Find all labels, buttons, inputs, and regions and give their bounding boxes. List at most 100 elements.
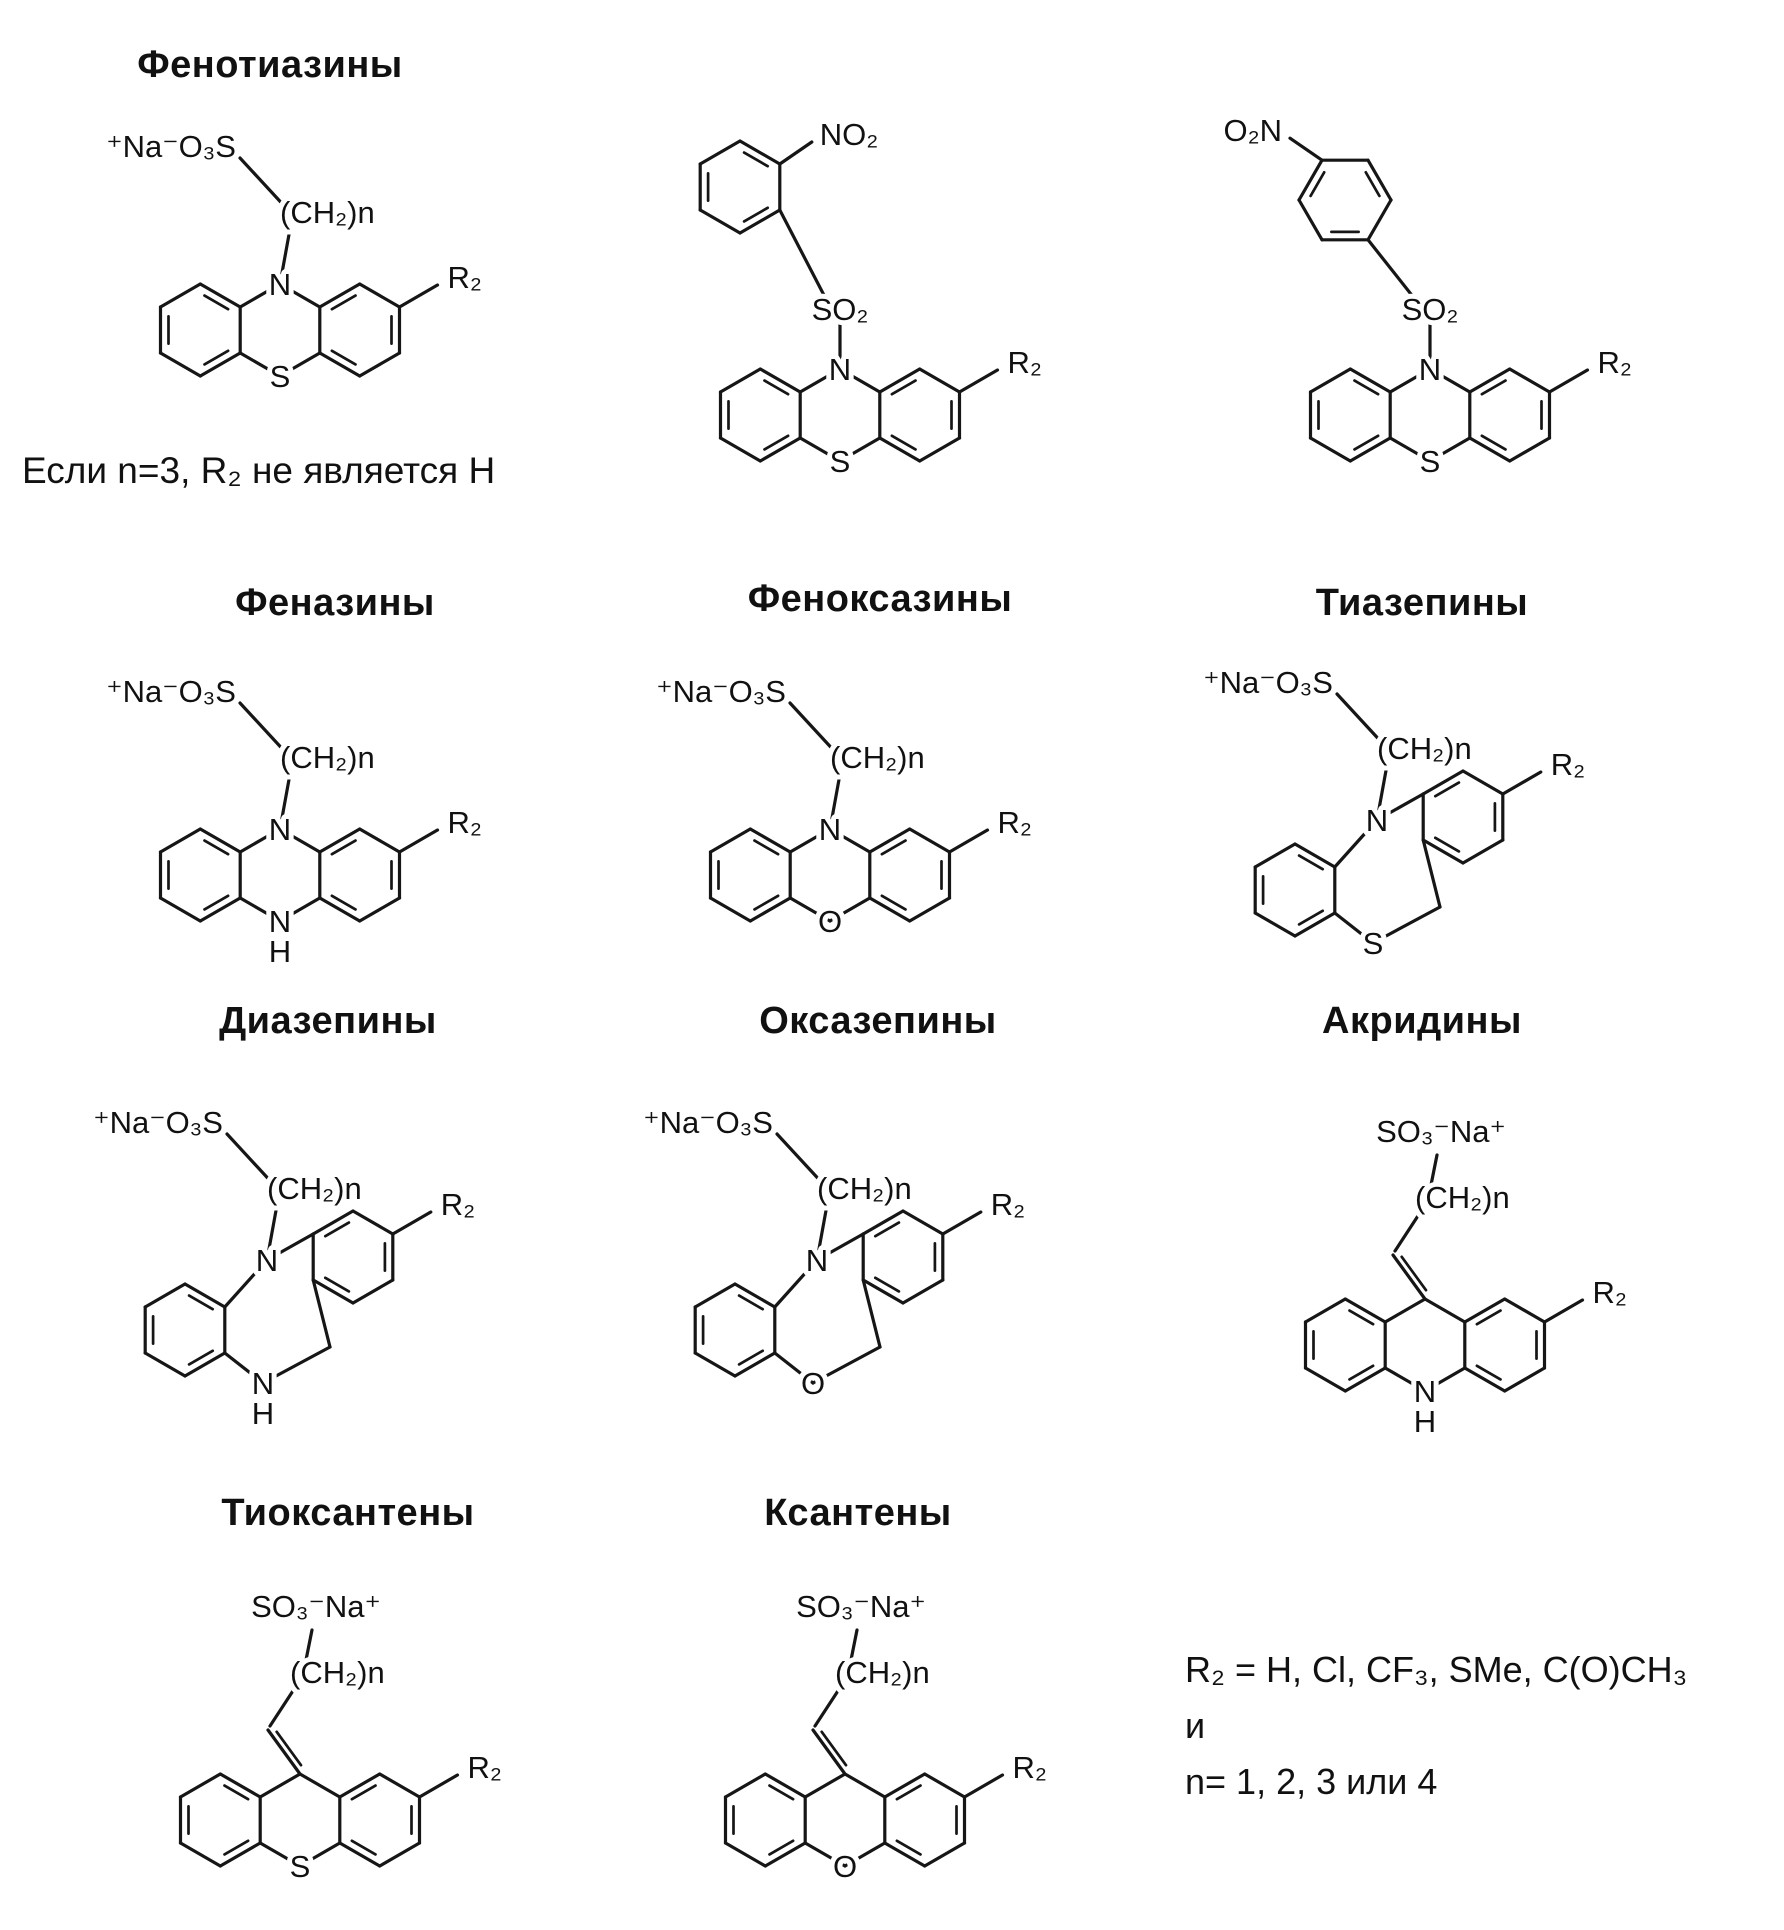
bond [298,1841,342,1868]
label-r2: R₂ [448,805,482,840]
bond [798,436,842,463]
section-heading-thioxanthenes: Тиоксантены [221,1492,475,1534]
bond [737,1294,765,1311]
bond [278,896,322,923]
bond [828,761,844,831]
bond [1308,436,1352,463]
label-nitrogen: N [829,352,851,387]
bond [218,1772,262,1799]
label-nitro-reversed: O₂N [1223,113,1282,148]
bond [318,351,362,378]
bond [1364,170,1381,198]
bond [748,896,792,923]
bond [1343,1366,1387,1393]
bond-framework [1253,692,1543,945]
label-methylene-chain: (CH₂)n [817,1171,912,1206]
bond [941,1210,983,1236]
bond [742,206,770,223]
bond [748,827,792,854]
bond [880,839,907,856]
bond [708,827,752,854]
bond [378,1841,422,1868]
bond [1303,1297,1347,1324]
bond [302,1628,314,1672]
bond [698,139,742,166]
bond [1501,770,1543,796]
bond [1421,838,1442,909]
bond [733,1351,777,1378]
bond [1333,818,1379,869]
bond [198,827,242,854]
bond-framework [158,701,440,923]
label-methylene-chain: (CH₂)n [280,740,375,775]
bond [318,282,362,309]
bond [238,896,282,923]
bond [1388,436,1432,463]
label-nitro: NO₂ [820,117,879,152]
bond [698,208,742,235]
label-r2: R₂ [991,1187,1025,1222]
bond [1366,198,1393,242]
bond [820,1730,848,1767]
bond [1393,1197,1431,1253]
bond [258,1841,302,1868]
bond [718,367,762,394]
label-sulfur: S [1363,926,1384,961]
bond [1547,368,1590,394]
bond [758,367,802,394]
bond [763,1841,807,1868]
label-nitrogen: N [1414,1374,1436,1409]
bond [1288,136,1324,162]
label-r2: R₂ [1551,747,1585,782]
label-methylene-chain: (CH₂)n [830,740,925,775]
bond [1375,792,1425,822]
bond [847,1628,859,1672]
bond [895,1839,922,1856]
bond [1371,905,1442,945]
bond [311,1209,355,1236]
bond [261,1345,332,1385]
bond [788,701,840,757]
bond [773,1351,815,1385]
legend: R₂ = H, Cl, CF₃, SMe, C(O)CH₃ и n= 1, 2,… [1185,1642,1765,1809]
bond [763,379,790,396]
section-heading-oxazepines: Оксазепины [759,1000,997,1042]
label-methylene-chain: (CH₂)n [267,1171,362,1206]
bond [811,1728,847,1776]
bond [275,1730,303,1767]
label-sodium-sulfonate: ⁺Na⁻O₃S [1203,665,1333,700]
bond [778,140,814,166]
bond [742,151,770,168]
label-r2: R₂ [1008,345,1042,380]
bond [1542,1298,1585,1324]
label-methylene-chain: (CH₂)n [1377,731,1472,766]
label-r2: R₂ [441,1187,475,1222]
label-methylene-chain: (CH₂)n [290,1655,385,1690]
bond [753,894,780,911]
label-sulfur: S [830,444,851,479]
bond [880,894,907,911]
bond [238,282,282,309]
bond [238,827,282,854]
bond [1427,1153,1439,1197]
bond [1253,842,1297,869]
label-sodium-sulfonate: ⁺Na⁻O₃S [106,129,236,164]
bond [773,1258,819,1309]
bond [1461,838,1505,865]
bond [158,896,202,923]
label-sulfur: S [270,359,291,394]
bond [1468,436,1512,463]
bond [1308,367,1352,394]
bond [1303,1366,1347,1393]
bond [1433,781,1461,798]
label-nitrogen: N [1366,803,1388,838]
label-r2: R₂ [1013,1750,1047,1785]
bond [1461,769,1505,796]
bond [265,1232,315,1262]
bond [768,1784,795,1801]
bond [358,351,402,378]
